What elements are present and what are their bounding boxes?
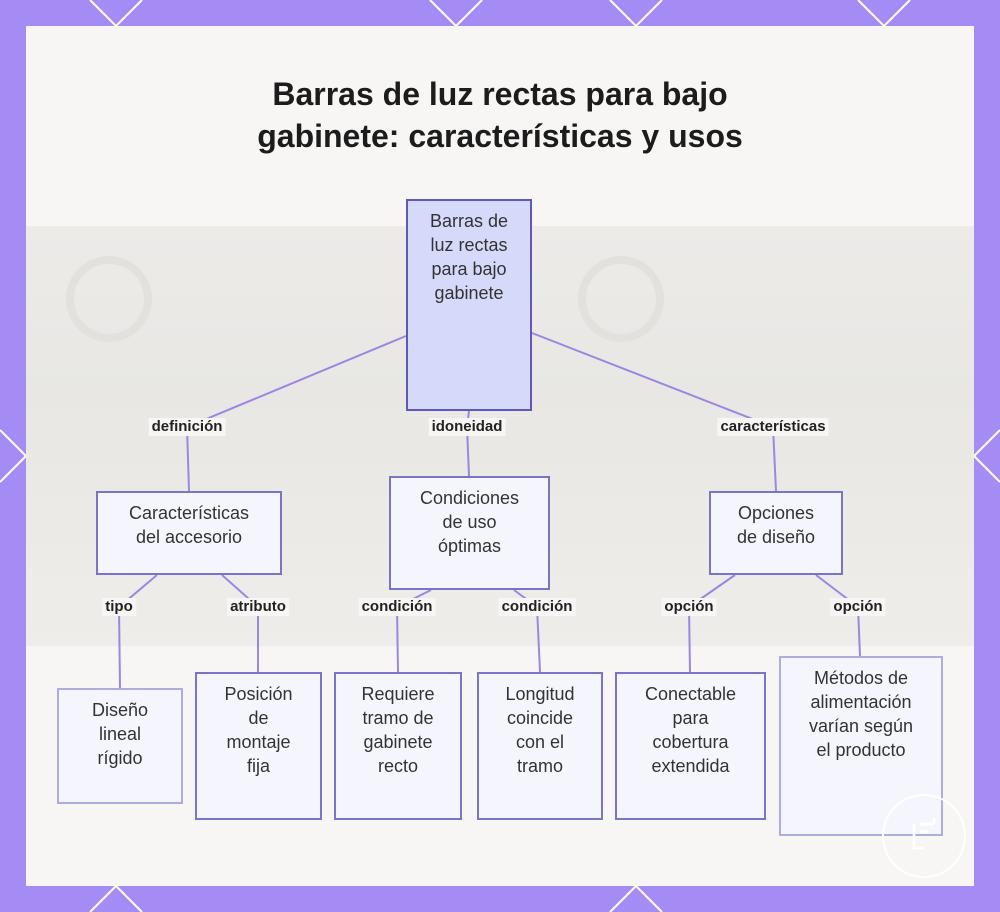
edge-label-1: idoneidad: [429, 418, 506, 436]
leaf-node-1-0-line: recto: [336, 754, 460, 778]
edge-branch-2-to-leaf-0-lower: [689, 607, 690, 672]
root-node-line: Barras de: [408, 209, 530, 233]
branch-node-0-line: del accesorio: [98, 525, 280, 549]
leaf-node-2-1-line: varían según: [781, 714, 941, 738]
edge-root-to-branch-0-lower: [187, 427, 189, 491]
edge-label-1-1: condición: [499, 598, 576, 616]
leaf-node-2-0-line: Conectable: [617, 682, 764, 706]
leaf-node-0-1-line: de: [197, 706, 320, 730]
leaf-node-1-0-line: gabinete: [336, 730, 460, 754]
leaf-node-2-1-line: el producto: [781, 738, 941, 762]
leaf-node-0-1-line: montaje: [197, 730, 320, 754]
leaf-node-2-1-line: Métodos de: [781, 666, 941, 690]
root-node-line: para bajo: [408, 257, 530, 281]
branch-node-1-line: Condiciones: [391, 486, 548, 510]
branch-node-1-line: óptimas: [391, 534, 548, 558]
leaf-node-2-0-line: para: [617, 706, 764, 730]
edge-label-2: características: [717, 418, 828, 436]
leaf-node-1-1-line: Longitud: [479, 682, 601, 706]
brand-logo-glyph: [884, 796, 964, 876]
edge-label-1-0: condición: [359, 598, 436, 616]
branch-node-2-line: de diseño: [711, 525, 841, 549]
edge-branch-1-to-leaf-0-lower: [397, 607, 398, 672]
leaf-node-0-0-line: Diseño: [59, 698, 181, 722]
leaf-node-2-0-line: cobertura: [617, 730, 764, 754]
branch-node-2-line: Opciones: [711, 501, 841, 525]
branch-node-1-line: de uso: [391, 510, 548, 534]
leaf-node-1-1-line: tramo: [479, 754, 601, 778]
edge-branch-1-to-leaf-1-lower: [537, 607, 540, 672]
brand-logo-icon: [882, 794, 966, 878]
branch-node-0-line: Características: [98, 501, 280, 525]
leaf-node-1-0-line: Requiere: [336, 682, 460, 706]
edge-label-2-0: opción: [661, 598, 716, 616]
leaf-node-0-0-line: rígido: [59, 746, 181, 770]
edge-root-to-branch-2-lower: [773, 427, 776, 491]
edge-branch-0-to-leaf-0-lower: [119, 607, 120, 688]
leaf-node-0-1-line: Posición: [197, 682, 320, 706]
edge-label-0-1: atributo: [227, 598, 289, 616]
edge-root-to-branch-2-upper: [532, 333, 773, 427]
leaf-node-1-1-line: coincide: [479, 706, 601, 730]
leaf-node-2-1-line: alimentación: [781, 690, 941, 714]
root-node-line: gabinete: [408, 281, 530, 305]
edge-label-2-1: opción: [830, 598, 885, 616]
leaf-node-1-1-line: con el: [479, 730, 601, 754]
leaf-node-0-0-line: lineal: [59, 722, 181, 746]
edge-root-to-branch-0-upper: [187, 336, 406, 427]
leaf-node-0-1-line: fija: [197, 754, 320, 778]
edge-label-0-0: tipo: [102, 598, 136, 616]
leaf-node-1-0-line: tramo de: [336, 706, 460, 730]
leaf-node-2-0-line: extendida: [617, 754, 764, 778]
root-node-line: luz rectas: [408, 233, 530, 257]
edge-label-0: definición: [149, 418, 226, 436]
